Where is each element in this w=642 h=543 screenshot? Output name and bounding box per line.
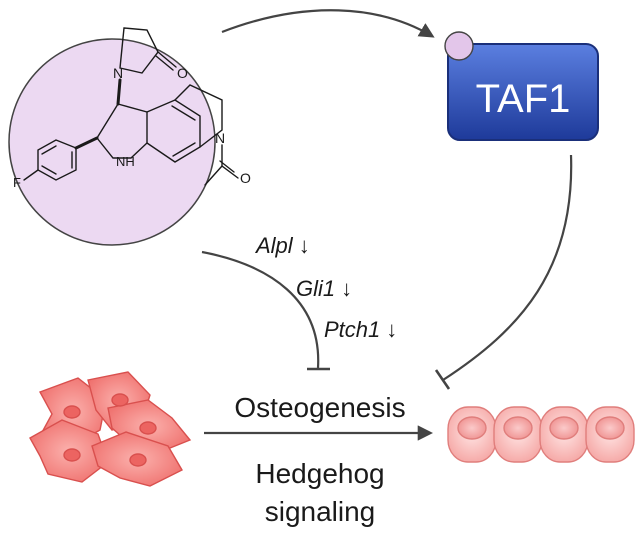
molecule-inhibition-line <box>201 250 320 369</box>
molecule-atoms: N O NH N O F <box>13 65 251 190</box>
osteogenesis-label: Osteogenesis <box>234 392 405 423</box>
atom-n-lactam: N <box>113 65 123 81</box>
atom-o-lactam: O <box>177 65 188 81</box>
atom-n-acetyl: N <box>215 130 225 146</box>
stem-nucleus <box>63 405 81 419</box>
osteoblasts <box>447 406 635 463</box>
gene-gli1: Gli1↓ <box>296 276 352 301</box>
gene-alpl: Alpl↓ <box>254 233 310 258</box>
gene-gli1-arrow: ↓ <box>341 276 352 301</box>
osteoblast-nucleus <box>457 416 487 440</box>
atom-o-acetyl: O <box>240 170 251 186</box>
stem-nucleus <box>63 448 81 462</box>
binding-arrow <box>221 9 435 38</box>
atom-nh: NH <box>116 154 135 169</box>
molecule-structure <box>23 27 239 186</box>
taf1-inhibition-bar <box>434 369 451 390</box>
stem-nucleus <box>111 393 129 407</box>
gene-alpl-arrow: ↓ <box>299 233 310 258</box>
osteoblast-nucleus <box>549 416 579 440</box>
signaling-label: signaling <box>265 496 376 527</box>
stem-nucleus <box>129 453 147 467</box>
gene-alpl-name: Alpl <box>254 233 294 258</box>
gene-ptch1: Ptch1↓ <box>324 317 397 342</box>
gene-ptch1-name: Ptch1 <box>324 317 380 342</box>
taf1-inhibition-line <box>442 154 573 381</box>
osteoblast-nucleus <box>595 416 625 440</box>
taf1-bead <box>444 31 474 61</box>
stem-cells <box>29 371 192 487</box>
stem-nucleus <box>139 421 157 435</box>
molecule-circle <box>8 38 216 246</box>
gene-gli1-name: Gli1 <box>296 276 335 301</box>
hedgehog-label: Hedgehog <box>255 458 384 489</box>
taf1-label: TAF1 <box>476 77 571 121</box>
taf1-box <box>447 43 599 141</box>
gene-list: Alpl↓ Gli1↓ Ptch1↓ <box>254 233 397 342</box>
gene-ptch1-arrow: ↓ <box>386 317 397 342</box>
atom-fluorine: F <box>13 175 21 190</box>
osteoblast-nucleus <box>503 416 533 440</box>
